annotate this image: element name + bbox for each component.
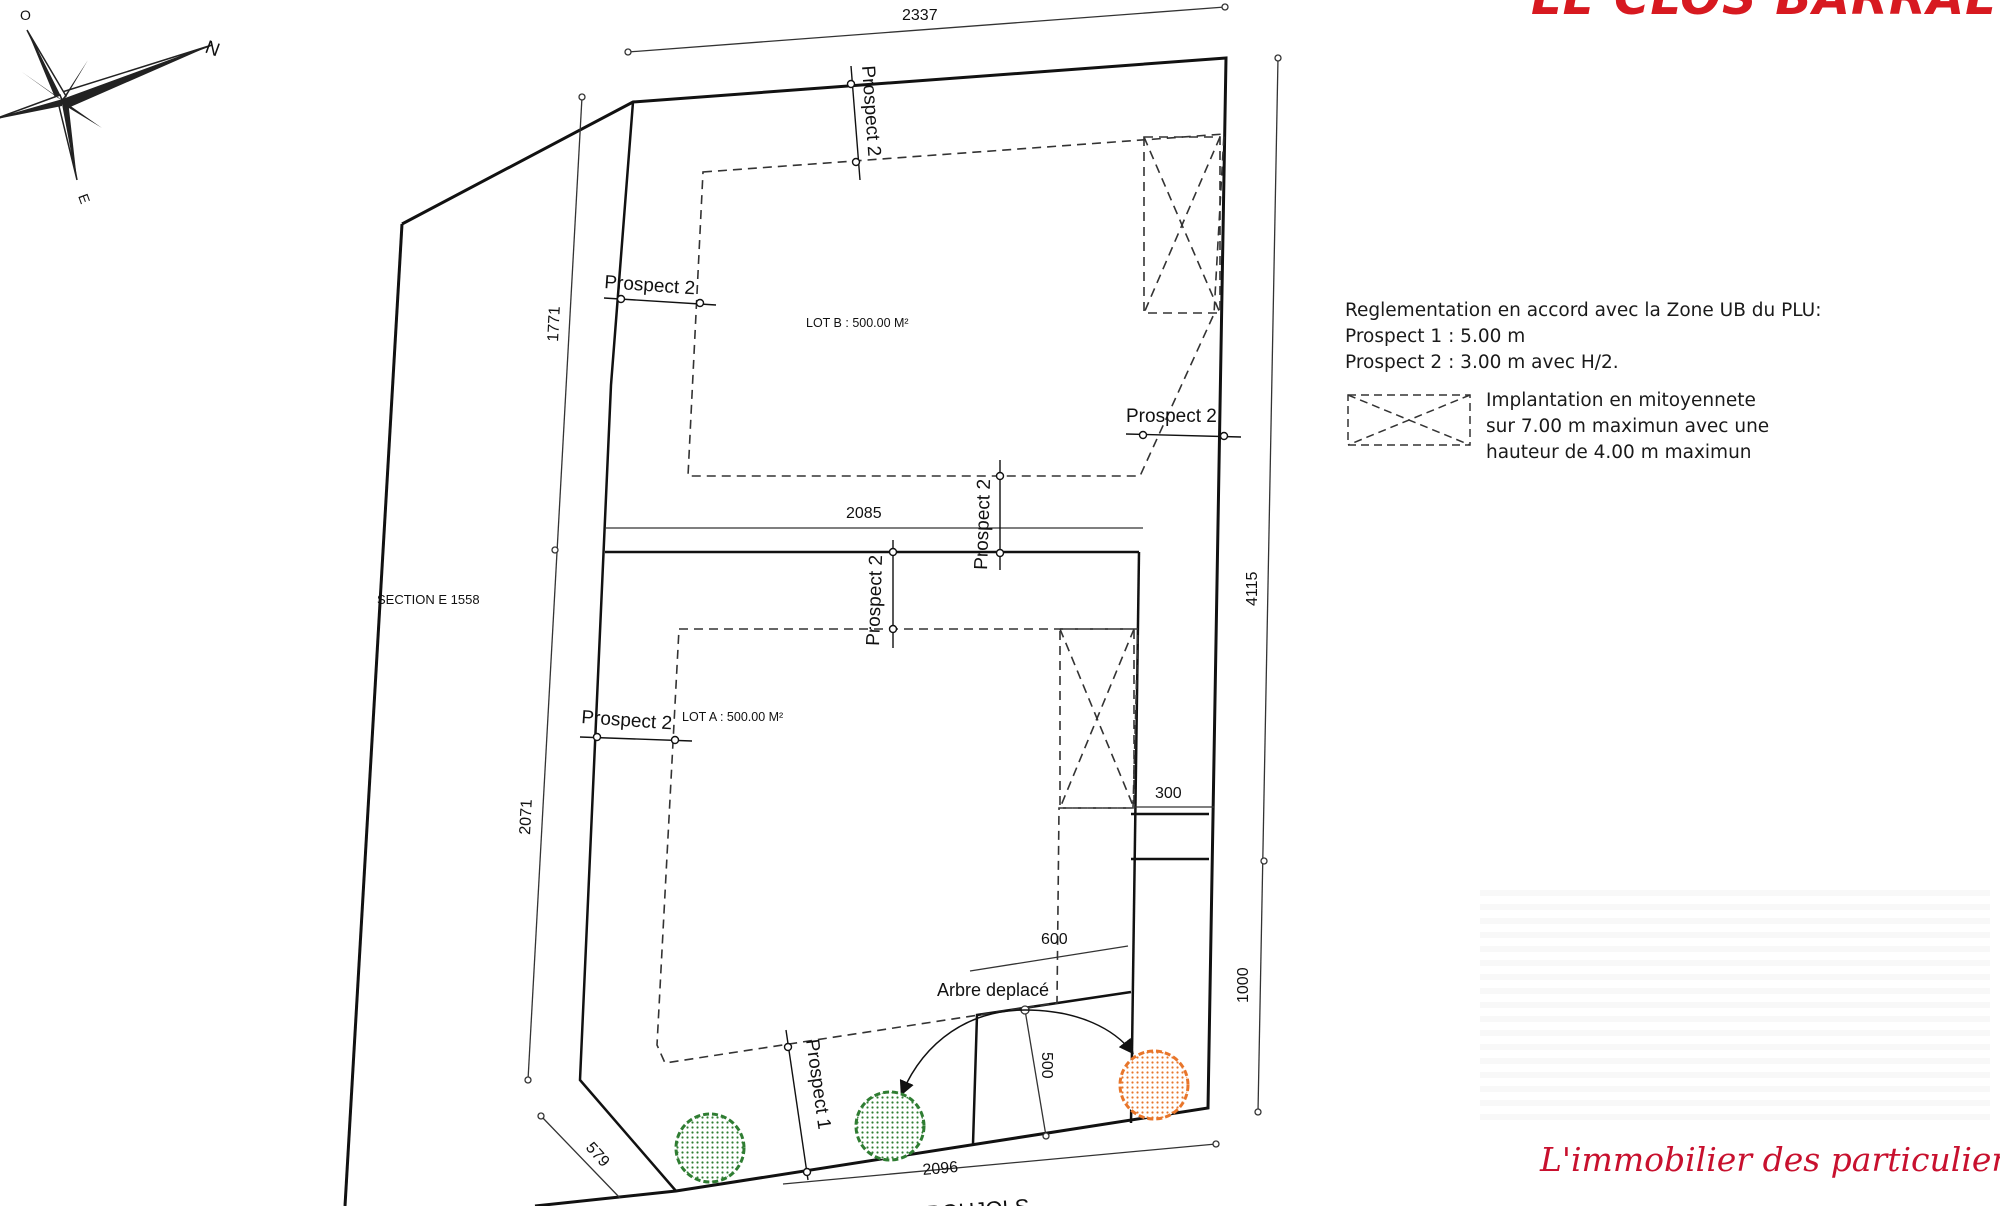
dim-bottom: 2096 — [922, 1159, 959, 1179]
buildable-zone-lot-a — [656, 628, 1139, 1064]
compass-west-label: O — [20, 7, 31, 23]
dimension-lines — [524, 3, 1282, 1199]
prospect-2-top: Prospect 2 — [857, 65, 884, 157]
legend-line-prospect-1: Prospect 1 : 5.00 m — [1345, 326, 1526, 347]
tree-green-1 — [674, 1112, 746, 1184]
compass-rose — [0, 29, 213, 181]
tree-move-arrow-right — [1024, 1009, 1134, 1055]
prospect-2-middle-left: Prospect 2 — [863, 555, 887, 647]
dim-setback-right: 300 — [1155, 785, 1182, 802]
dim-left-upper: 1771 — [545, 306, 564, 343]
dim-top: 2337 — [902, 7, 938, 24]
mitoyennete-line-1: Implantation en mitoyennete — [1486, 390, 1756, 411]
legend-line-prospect-2: Prospect 2 : 3.00 m avec H/2. — [1345, 352, 1619, 373]
parcel-outline — [343, 56, 1228, 1206]
faded-watermark — [1480, 890, 1990, 1120]
dim-tree-width: 600 — [1041, 931, 1068, 948]
mitoyennete-legend-text: Implantation en mitoyennete sur 7.00 m m… — [1486, 388, 1769, 466]
dim-right-lower: 1000 — [1235, 967, 1252, 1003]
prospect-1-label: Prospect 1 — [801, 1038, 834, 1131]
buildable-zone-lot-b — [687, 133, 1225, 477]
lot-boundaries — [578, 101, 1209, 1192]
page-title: "LE CLOS BARRAL" — [1505, 0, 2000, 26]
dim-corner: 579 — [582, 1139, 613, 1170]
lot-a-label: LOT A : 500.00 M² — [682, 710, 783, 724]
footer-tagline: L'immobilier des particuliers — [1540, 1140, 2000, 1179]
dim-right-full: 4115 — [1244, 571, 1261, 606]
tree-move-arrow-left — [899, 1009, 1026, 1096]
lot-b-label: LOT B : 500.00 M² — [806, 316, 909, 330]
prospect-2-right-b: Prospect 2 — [1126, 406, 1217, 427]
mitoyennete-line-2: sur 7.00 m maximun avec une — [1486, 416, 1770, 437]
dim-left-lower: 2071 — [517, 799, 536, 836]
section-label: SECTION E 1558 — [377, 592, 480, 607]
mitoyennete-line-3: hauteur de 4.00 m maximun — [1486, 442, 1752, 463]
tree-green-2 — [854, 1090, 926, 1162]
legend-line-zone: Reglementation en accord avec la Zone UB… — [1345, 300, 1822, 321]
dim-tree-depth: 500 — [1038, 1052, 1055, 1079]
prospect-2-middle-right: Prospect 2 — [971, 479, 995, 571]
compass-north-label: N — [202, 37, 222, 61]
dim-middle: 2085 — [846, 505, 882, 522]
tree-orange — [1118, 1049, 1190, 1121]
mitoyennete-legend-symbol — [1347, 394, 1471, 446]
tree-relocated-label: Arbre deplacé — [937, 980, 1049, 1000]
prospect-markers — [579, 65, 1242, 1181]
compass-east-label: E — [75, 192, 93, 206]
road-label: CHEMIN DE BOUJOLS — [797, 1194, 1030, 1206]
regulation-legend: Reglementation en accord avec la Zone UB… — [1345, 298, 1821, 376]
